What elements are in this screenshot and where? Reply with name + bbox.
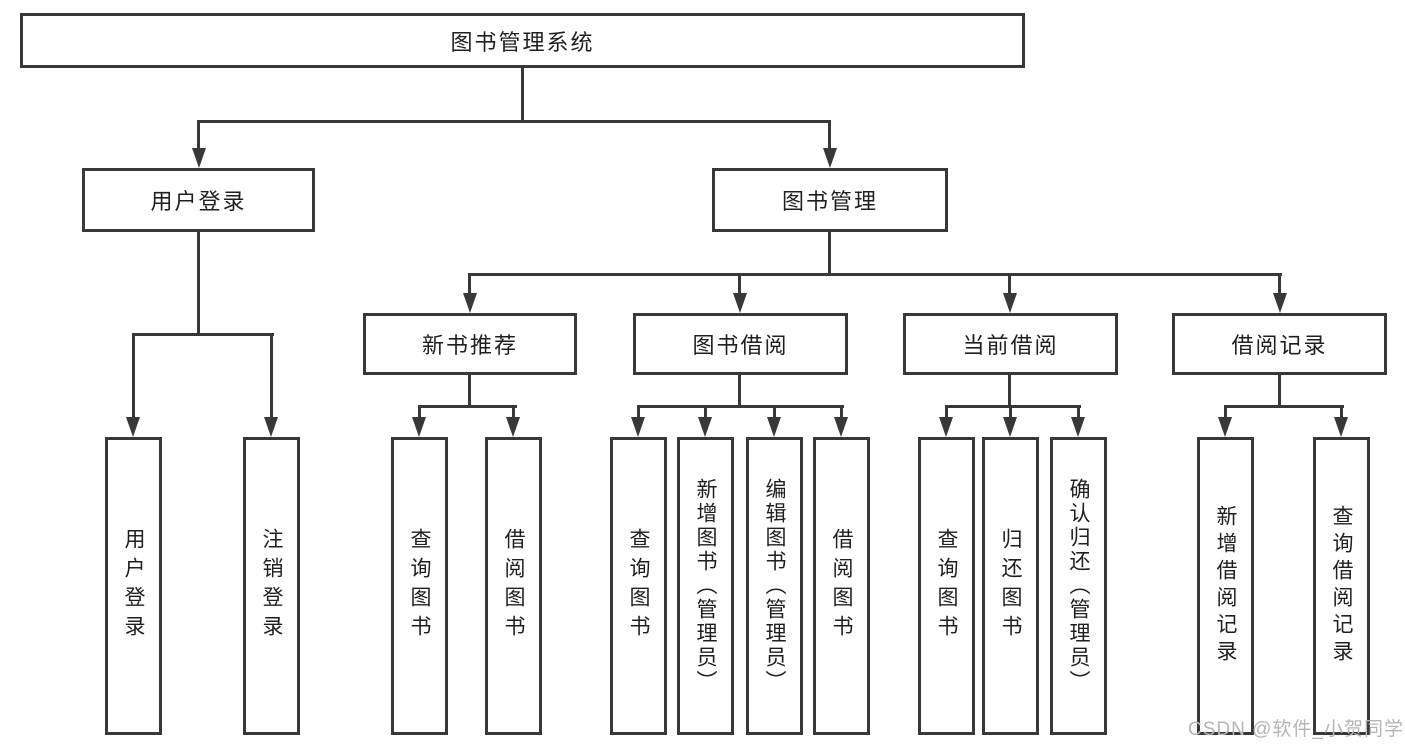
arrowhead xyxy=(506,417,520,437)
connector xyxy=(468,273,1282,276)
leaf-user-login: 用户登录 xyxy=(105,437,162,735)
arrowhead xyxy=(1003,293,1017,313)
node-new-book-recommendation: 新书推荐 xyxy=(363,313,577,375)
connector xyxy=(1008,273,1011,297)
connector xyxy=(637,405,640,421)
connector xyxy=(132,333,274,336)
leaf-label: 新增图书（管理员） xyxy=(694,478,717,694)
connector xyxy=(945,405,1081,408)
leaf-label: 新增借阅记录 xyxy=(1214,505,1237,667)
connector xyxy=(637,405,844,408)
connector xyxy=(840,405,843,421)
connector xyxy=(738,273,741,297)
arrowhead xyxy=(1003,417,1017,437)
leaf-edit-book-admin: 编辑图书（管理员） xyxy=(746,437,803,735)
leaf-add-book-admin: 新增图书（管理员） xyxy=(677,437,734,735)
arrowhead xyxy=(939,417,953,437)
leaf-query-books-recommend: 查询图书 xyxy=(391,437,448,735)
leaf-label: 查询图书 xyxy=(935,528,958,644)
leaf-label: 编辑图书（管理员） xyxy=(763,478,786,694)
arrowhead xyxy=(834,417,848,437)
leaf-label: 借阅图书 xyxy=(502,528,525,644)
leaf-confirm-return-admin: 确认归还（管理员） xyxy=(1050,437,1107,735)
connector xyxy=(1224,405,1344,408)
leaf-borrow-books-recommend: 借阅图书 xyxy=(485,437,542,735)
connector xyxy=(1009,405,1012,421)
node-current-borrowing: 当前借阅 xyxy=(903,313,1118,375)
connector xyxy=(828,120,831,152)
connector xyxy=(197,232,200,336)
arrowhead xyxy=(698,417,712,437)
leaf-label: 借阅图书 xyxy=(830,528,853,644)
node-label: 图书管理系统 xyxy=(450,29,595,55)
connector xyxy=(1340,405,1343,421)
leaf-logout: 注销登录 xyxy=(243,437,300,735)
node-label: 图书管理 xyxy=(781,189,878,214)
connector xyxy=(418,405,517,408)
connector xyxy=(1278,375,1281,408)
leaf-query-books-borrowing: 查询图书 xyxy=(610,437,667,735)
connector xyxy=(704,405,707,421)
connector xyxy=(1278,273,1281,297)
connector xyxy=(197,120,200,152)
node-user-login: 用户登录 xyxy=(82,168,315,232)
leaf-label: 注销登录 xyxy=(260,528,283,644)
connector xyxy=(828,232,831,276)
leaf-return-book: 归还图书 xyxy=(982,437,1039,735)
node-label: 借阅记录 xyxy=(1231,333,1328,358)
node-label: 新书推荐 xyxy=(421,333,518,358)
arrowhead xyxy=(631,417,645,437)
node-library-management-system: 图书管理系统 xyxy=(20,13,1025,68)
connector xyxy=(512,405,515,421)
leaf-label: 用户登录 xyxy=(122,528,145,644)
leaf-label: 查询图书 xyxy=(627,528,650,644)
node-borrowing-records: 借阅记录 xyxy=(1172,313,1387,375)
leaf-label: 查询借阅记录 xyxy=(1330,505,1353,667)
leaf-add-borrow-record: 新增借阅记录 xyxy=(1197,437,1254,735)
arrowhead xyxy=(264,417,278,437)
connector xyxy=(270,333,273,421)
connector xyxy=(1224,405,1227,421)
connector xyxy=(418,405,421,421)
arrowhead xyxy=(412,417,426,437)
arrowhead xyxy=(1218,417,1232,437)
node-label: 用户登录 xyxy=(150,189,247,214)
node-book-management: 图书管理 xyxy=(712,168,948,232)
connector xyxy=(521,68,524,123)
leaf-label: 查询图书 xyxy=(408,528,431,644)
connector xyxy=(468,375,471,408)
arrowhead xyxy=(767,417,781,437)
connector xyxy=(773,405,776,421)
connector xyxy=(945,405,948,421)
node-label: 图书借阅 xyxy=(692,333,789,358)
arrowhead xyxy=(1071,417,1085,437)
connector xyxy=(1008,375,1011,408)
arrowhead xyxy=(463,293,477,313)
connector xyxy=(468,273,471,297)
connector xyxy=(132,333,135,421)
leaf-label: 归还图书 xyxy=(999,528,1022,644)
leaf-borrow-books-borrowing: 借阅图书 xyxy=(813,437,870,735)
leaf-label: 确认归还（管理员） xyxy=(1067,478,1090,694)
connector xyxy=(1077,405,1080,421)
arrowhead xyxy=(1334,417,1348,437)
connector xyxy=(197,120,831,123)
node-label: 当前借阅 xyxy=(962,333,1059,358)
arrowhead xyxy=(192,148,206,168)
leaf-query-borrow-record: 查询借阅记录 xyxy=(1313,437,1370,735)
node-book-borrowing: 图书借阅 xyxy=(633,313,848,375)
arrowhead xyxy=(823,148,837,168)
connector xyxy=(738,375,741,408)
arrowhead xyxy=(733,293,747,313)
arrowhead xyxy=(1273,293,1287,313)
csdn-watermark: CSDN @软件_小贺同学 xyxy=(1188,719,1404,740)
leaf-query-books-current: 查询图书 xyxy=(918,437,975,735)
arrowhead xyxy=(126,417,140,437)
